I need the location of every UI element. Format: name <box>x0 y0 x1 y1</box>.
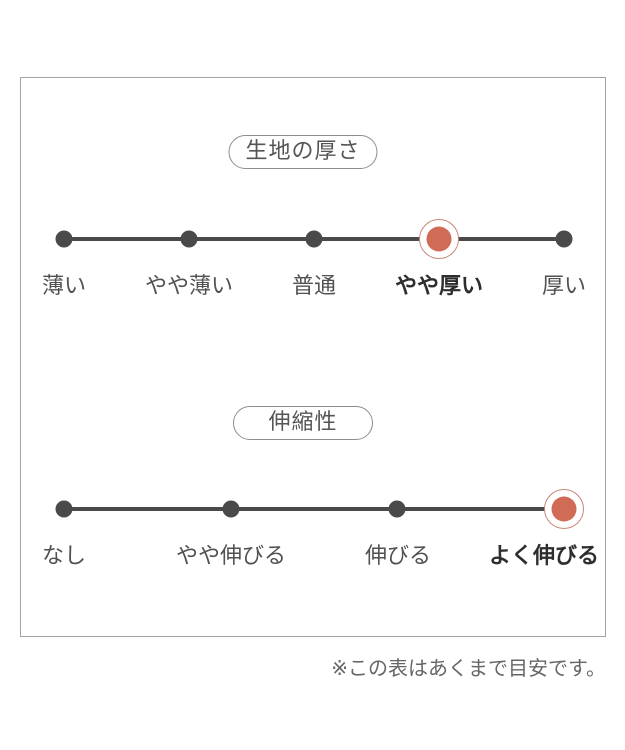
thickness-selected-marker-dot <box>426 226 452 252</box>
thickness-dot-thin <box>55 230 73 248</box>
section-title-stretch: 伸縮性 <box>233 406 373 440</box>
stretch-scale-line <box>64 507 564 511</box>
thickness-selected-marker <box>419 219 459 259</box>
thickness-label-somewhat-thin: やや薄い <box>144 274 234 299</box>
section-title-fabric-thickness: 生地の厚さ <box>228 135 378 169</box>
stretch-label-stretches: 伸びる <box>364 544 432 569</box>
stretch-label-stretches-well: よく伸びる <box>488 544 599 569</box>
thickness-label-thick: 厚い <box>541 274 587 299</box>
spec-panel: 生地の厚さ 薄い やや薄い 普通 やや厚い 厚い 伸縮性 <box>20 77 606 637</box>
thickness-label-somewhat-thick: やや厚い <box>394 274 484 299</box>
thickness-dot-somewhat-thin <box>180 230 198 248</box>
stretch-selected-marker-dot <box>551 496 577 522</box>
thickness-dot-normal <box>305 230 323 248</box>
thickness-dot-thick <box>555 230 573 248</box>
stretch-dot-stretches <box>388 500 406 518</box>
stretch-label-somewhat: やや伸びる <box>175 544 287 569</box>
stretch-dot-none <box>55 500 73 518</box>
stretch-dot-somewhat <box>222 500 240 518</box>
thickness-label-thin: 薄い <box>41 274 87 299</box>
stretch-label-none: なし <box>41 544 87 569</box>
disclaimer-note: ※この表はあくまで目安です。 <box>331 656 606 680</box>
thickness-label-normal: 普通 <box>291 274 337 299</box>
stretch-selected-marker <box>544 489 584 529</box>
